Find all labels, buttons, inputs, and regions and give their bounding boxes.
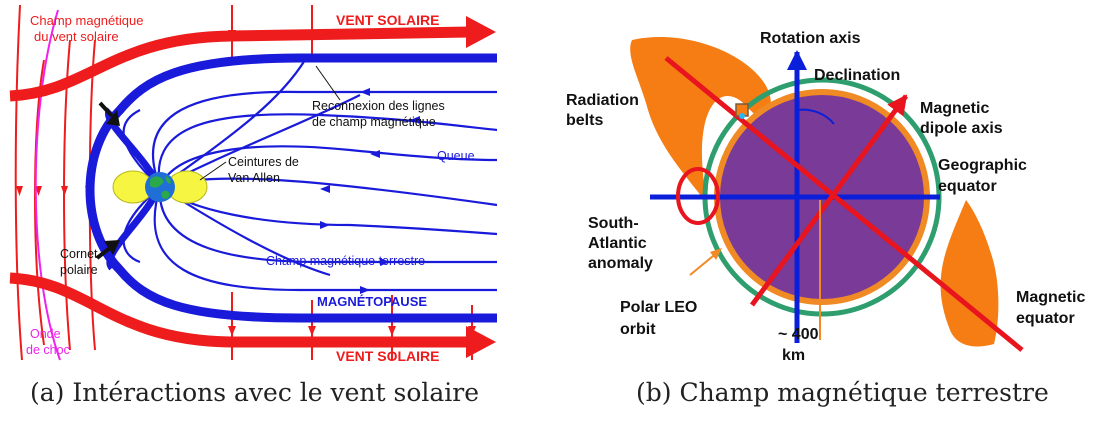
label-geo-equator-2: equator (938, 178, 997, 195)
label-saa-3: anomaly (588, 255, 653, 272)
van-allen-pointer (199, 161, 227, 181)
panel-b: Rotation axis Declination Radiation belt… (566, 30, 1085, 364)
label-shock-2: de choc (26, 343, 70, 357)
label-shock: Onde (30, 327, 61, 341)
caption-panel-a: (a) Intéractions avec le vent solaire (30, 378, 480, 407)
label-saa: South- (588, 215, 639, 232)
label-reconnection: Reconnexion des lignes (312, 99, 445, 113)
label-radiation-belts: Radiation (566, 92, 639, 109)
label-rotation-axis: Rotation axis (760, 30, 861, 47)
solar-wind-bottom-arrow (9, 272, 470, 348)
label-tail: Queue (437, 149, 475, 163)
earth-icon (145, 172, 175, 202)
arrow-icon (95, 101, 120, 260)
label-magnetic-equator: Magnetic (1016, 289, 1085, 306)
label-altitude-2: km (782, 347, 805, 364)
bow-shock (34, 9, 61, 361)
label-declination: Declination (814, 67, 900, 84)
satellite-icon (735, 103, 749, 119)
label-dipole-axis-2: dipole axis (920, 120, 1003, 137)
radiation-belt-lower (940, 200, 999, 347)
earth-field-lines (122, 59, 498, 292)
label-imf: Champ magnétique (30, 13, 143, 28)
label-van-allen: Ceintures de (228, 155, 299, 169)
label-van-allen-2: Van Allen (228, 171, 280, 185)
label-radiation-belts-2: belts (566, 112, 603, 129)
field-arrowheads (320, 88, 420, 294)
declination-arc (796, 108, 835, 125)
label-saa-2: Atlantic (588, 235, 647, 252)
radiation-belt-upper (630, 37, 771, 206)
label-solar-wind-top: VENT SOLAIRE (336, 12, 439, 28)
label-leo-orbit-2: orbit (620, 321, 656, 338)
reconnection-pointer (315, 65, 341, 101)
solar-wind-bottom-arrowhead (466, 326, 496, 358)
label-magnetopause: MAGNÉTOPAUSE (317, 294, 427, 309)
label-magnetic-equator-2: equator (1016, 310, 1075, 327)
label-cusp-2: polaire (60, 263, 98, 277)
label-cusp: Cornet (60, 247, 98, 261)
label-altitude: ~ 400 (778, 326, 819, 343)
label-dipole-axis: Magnetic (920, 100, 989, 117)
label-imf-2: du vent solaire (34, 29, 119, 44)
solar-wind-top-arrowhead (466, 16, 496, 48)
solar-wind-top-arrow (9, 26, 471, 102)
caption-panel-b: (b) Champ magnétique terrestre (636, 378, 1049, 407)
label-leo-orbit: Polar LEO (620, 299, 697, 316)
label-geo-equator: Geographic (938, 157, 1027, 174)
label-earth-field: Champ magnétique terrestre (266, 254, 425, 268)
magnetic-equator-line (664, 56, 1024, 352)
label-reconnection-2: de champ magnétique (312, 115, 436, 129)
magnetic-dipole-axis (749, 94, 909, 307)
label-solar-wind-bottom: VENT SOLAIRE (336, 348, 439, 364)
panel-a: Champ magnétique du vent solaire VENT SO… (9, 4, 498, 364)
saa-ellipse (676, 167, 720, 225)
magnetopause (85, 53, 497, 323)
leo-pointer-head (710, 248, 722, 260)
